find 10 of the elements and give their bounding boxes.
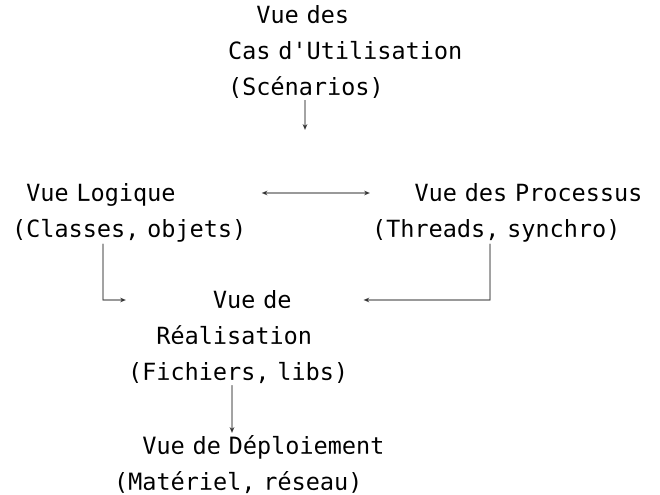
view-title: Vue de Déploiement (142, 435, 382, 459)
view-title: Vue des Processus (415, 183, 640, 202)
view-description: (Scénarios) (232, 76, 379, 98)
view-description: (Matériel, réseau) (118, 471, 358, 494)
view-title: Vue des Cas d'Utilisation (230, 5, 460, 60)
view-description: (Fichiers, libs) (132, 362, 344, 384)
view-description: (Classes, objets) (16, 218, 242, 242)
view-title: Vue de Réalisation (158, 290, 310, 344)
view-title: Vue Logique (26, 183, 174, 206)
view-description: (Threads, synchro) (376, 219, 616, 242)
